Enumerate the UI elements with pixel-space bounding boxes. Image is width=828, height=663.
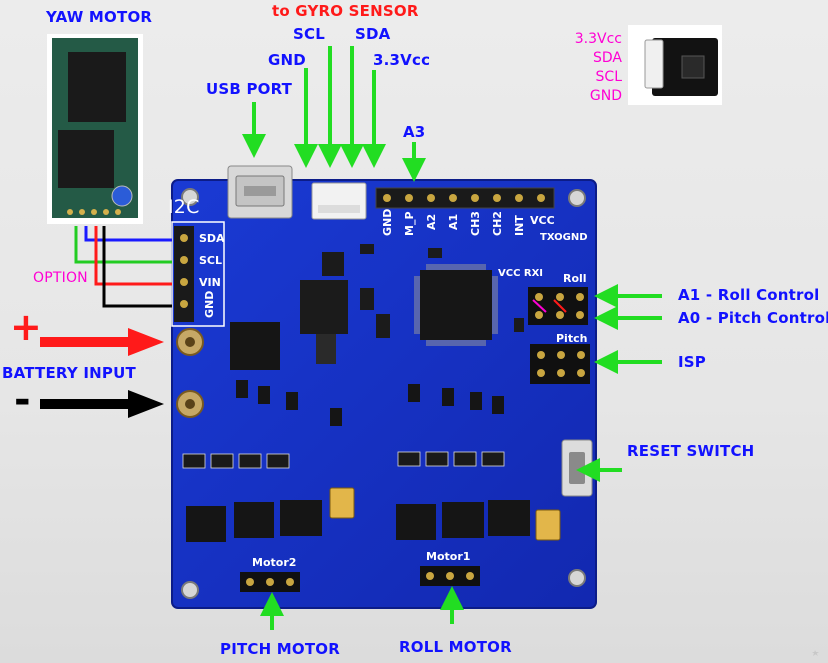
option-label: OPTION (33, 270, 88, 286)
silk-gnd: GND (381, 209, 394, 236)
svg-text:VCC: VCC (530, 214, 555, 227)
gyro-connector (311, 182, 367, 220)
usb-port (227, 165, 293, 219)
silk-ch3: CH3 (469, 211, 482, 236)
sensor-pin-sda: SDA (593, 50, 622, 66)
top-header (375, 187, 555, 209)
yaw-motor-label: YAW MOTOR (46, 8, 153, 26)
plus-sign: + (10, 305, 43, 349)
svg-text:SCL: SCL (199, 254, 222, 267)
scl-label: SCL (293, 25, 325, 43)
a3-label: A3 (403, 123, 426, 141)
silk-ch2: CH2 (491, 211, 504, 236)
svg-text:TXOGND: TXOGND (540, 232, 588, 243)
gyro-sensor-photo (628, 25, 722, 105)
to-gyro-sensor-label: to GYRO SENSOR (272, 2, 419, 20)
green-arrows (242, 46, 662, 630)
pcb-board (171, 179, 597, 609)
sensor-pin-legend: 3.3Vcc SDA SCL GND (560, 30, 622, 106)
svg-text:Motor1: Motor1 (426, 550, 470, 563)
option-wires (74, 226, 172, 308)
battery-input-label: BATTERY INPUT (2, 364, 136, 382)
motor1-header (420, 566, 480, 586)
roll-header (528, 287, 588, 325)
motor2-header (240, 572, 300, 592)
yaw-motor-module (47, 34, 143, 224)
reset-switch-label: RESET SWITCH (627, 442, 755, 460)
mcu-chip (414, 264, 498, 346)
sensor-pin-scl: SCL (595, 69, 622, 85)
gnd-label: GND (268, 51, 306, 69)
sensor-pin-gnd: GND (589, 88, 622, 104)
svg-text:Roll: Roll (563, 272, 587, 285)
svg-text:VCC RXI: VCC RXI (498, 268, 543, 279)
roll-motor-label: ROLL MOTOR (399, 638, 512, 656)
svg-text:GND: GND (203, 291, 216, 318)
pitch-motor-label: PITCH MOTOR (220, 640, 341, 658)
isp-label: ISP (678, 353, 706, 371)
roll-control-label: A1 - Roll Control (678, 286, 820, 304)
svg-text:VIN: VIN (199, 276, 221, 289)
svg-text:Motor2: Motor2 (252, 556, 296, 569)
svg-text:SDA: SDA (199, 232, 225, 245)
svg-text:Pitch: Pitch (556, 332, 587, 345)
minus-sign: - (14, 377, 31, 423)
silk-mp: M_P (403, 211, 416, 236)
usb-port-label: USB PORT (206, 80, 293, 98)
i2c-header (171, 221, 225, 327)
pitch-control-label: A0 - Pitch Control (678, 309, 828, 327)
isp-header (530, 344, 590, 384)
sensor-pin-vcc: 3.3Vcc (574, 31, 622, 47)
silk-int: INT (513, 215, 526, 236)
mount-holes (181, 188, 586, 599)
i2c-label: I2C (168, 196, 200, 218)
vcc-label: 3.3Vcc (373, 51, 431, 69)
silk-a1: A1 (447, 214, 460, 230)
battery-arrows (40, 328, 164, 418)
silk-a2: A2 (425, 214, 438, 230)
reset-switch (561, 439, 593, 497)
sda-label: SDA (355, 25, 391, 43)
